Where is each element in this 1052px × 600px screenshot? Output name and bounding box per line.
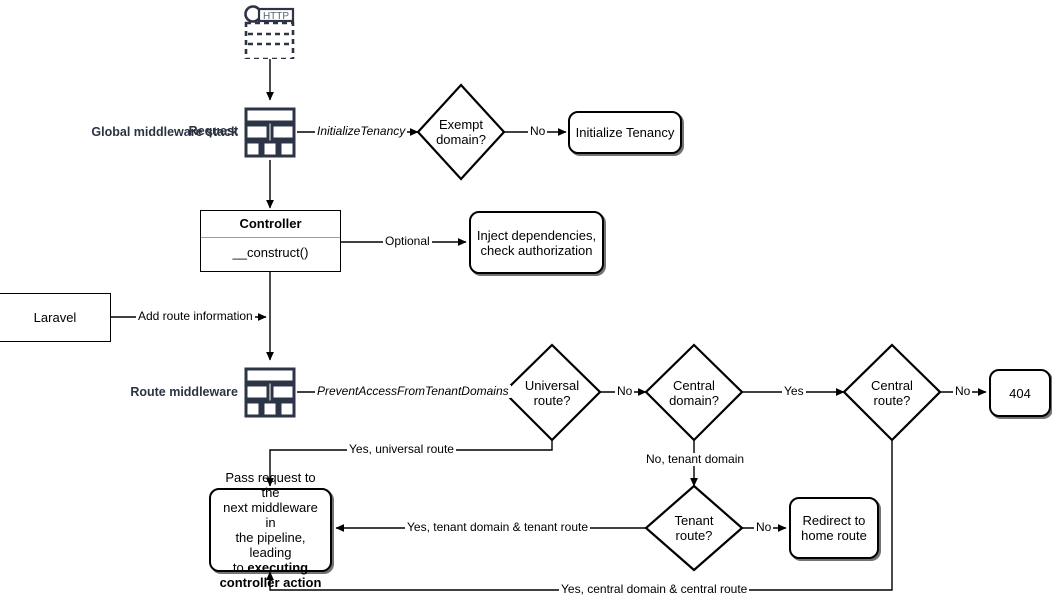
route-middleware-label: Route middleware [130,385,238,399]
decision-tenant-route[interactable]: Tenant route? [646,486,742,570]
pass-request-line1: Pass request to the [225,470,316,500]
route-middleware-stack-icon [244,367,296,418]
controller-title: Controller [201,211,340,238]
central-route-line1: Central [871,377,913,393]
middleware-stack-icon [244,107,296,158]
edge-label-yes-universal-route: Yes, universal route [347,442,456,456]
redirect-home-line2: home route [801,528,867,543]
redirect-home-line1: Redirect to [802,513,866,528]
inject-dependencies-line1: Inject dependencies, [476,227,597,243]
decision-universal-route-label: Universal route? [504,345,600,440]
edge-label-yes-central-domain-central-route: Yes, central domain & central route [559,582,750,596]
edge-label-central-domain-yes: Yes [782,384,806,398]
central-domain-line2: domain? [669,392,719,408]
edge-label-no-tenant-domain: No, tenant domain [644,452,747,466]
laravel-label: Laravel [33,310,77,325]
edge-label-optional: Optional [383,234,432,248]
decision-central-domain[interactable]: Central domain? [646,345,742,440]
node-inject-dependencies[interactable]: Inject dependencies, check authorization [469,211,604,274]
node-pass-request[interactable]: Pass request to the next middleware in t… [209,470,332,590]
node-laravel[interactable]: Laravel [0,293,111,342]
edge-label-initialize-tenancy-middleware: InitializeTenancy [315,124,408,138]
tenant-route-line1: Tenant [674,513,714,528]
central-route-line2: route? [873,392,911,408]
node-controller[interactable]: Controller __construct() [200,210,341,272]
pass-request-line2: next middleware in [223,500,318,530]
request-label: Request [188,124,238,138]
edge-label-prevent-access-from-tenant-domains: PreventAccessFromTenantDomains [315,384,511,398]
global-middleware-stack-label: Global middleware stack [91,125,238,139]
pass-request-line3: the pipeline, leading [235,530,306,560]
decision-exempt-domain[interactable]: Exempt domain? [418,85,504,179]
edge-label-exempt-no: No [528,124,548,138]
tenant-route-line2: route? [675,528,713,543]
decision-universal-route[interactable]: Universal route? [504,345,600,440]
inject-dependencies-line2: check authorization [480,242,593,258]
edge-label-yes-tenant-domain-tenant-route: Yes, tenant domain & tenant route [405,520,591,534]
edge-label-add-route-information: Add route information [136,309,255,323]
decision-exempt-domain-label: Exempt domain? [418,85,504,179]
node-404[interactable]: 404 [989,369,1051,417]
http-request-icon: HTTP [244,5,295,59]
not-found-label: 404 [1009,385,1031,401]
edge-label-central-route-no: No [953,384,973,398]
pass-request-line4-bold: executing [247,560,309,575]
edge-label-universal-no: No [615,384,635,398]
decision-central-route-label: Central route? [844,345,940,440]
central-domain-line1: Central [673,377,715,393]
node-initialize-tenancy[interactable]: Initialize Tenancy [568,111,682,154]
edge-label-tenant-route-no: No [754,520,774,534]
decision-central-route[interactable]: Central route? [844,345,940,440]
decision-central-domain-label: Central domain? [646,345,742,440]
controller-construct-member: __construct() [232,245,309,260]
node-redirect-home-route[interactable]: Redirect to home route [789,497,879,559]
initialize-tenancy-label: Initialize Tenancy [575,125,675,140]
exempt-domain-line1: Exempt [438,117,484,132]
universal-route-line2: route? [533,392,571,408]
universal-route-line1: Universal [524,377,580,393]
decision-tenant-route-label: Tenant route? [646,486,742,570]
pass-request-line5-bold: controller action [219,575,322,590]
svg-text:HTTP: HTTP [263,11,289,22]
pass-request-line4-prefix: to [232,560,248,575]
exempt-domain-line2: domain? [436,132,486,147]
